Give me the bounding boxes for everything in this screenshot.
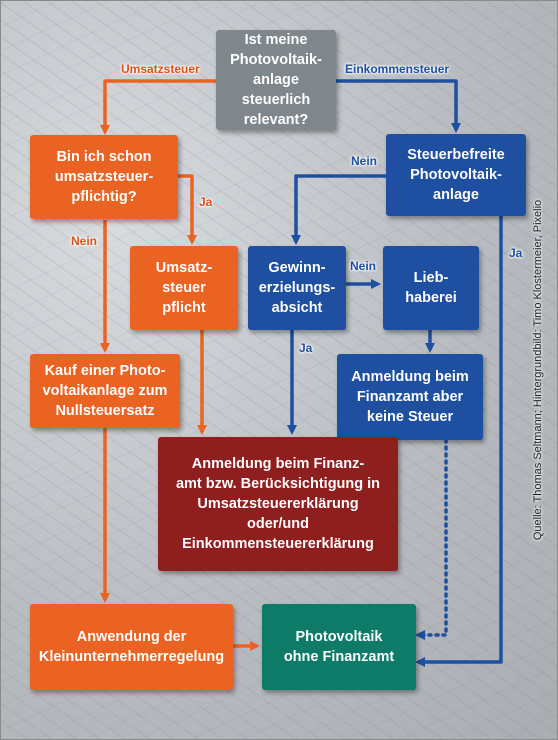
arrow-steuerbefreit-ja <box>415 216 503 667</box>
node-liebhaberei: Lieb- haberei <box>383 246 479 330</box>
node-anmeldung-finanzamt: Anmeldung beim Finanz- amt bzw. Berücksi… <box>158 437 398 571</box>
arrow-anmeldung-dotted <box>415 438 448 640</box>
node-kleinunternehmerregelung: Anwendung der Kleinunternehmerregelung <box>30 604 233 690</box>
node-kauf-nullsteuersatz: Kauf einer Photo- voltaikanlage zum Null… <box>30 354 180 428</box>
arrow-umsatz-ja <box>178 174 197 245</box>
label-nein-gewinn: Nein <box>350 259 377 273</box>
node-gewinnerzielungsabsicht: Gewinn- erzielungs- absicht <box>248 246 346 330</box>
label-umsatzsteuer: Umsatzsteuer <box>121 62 200 76</box>
node-start-question: Ist meine Photovoltaik- anlage steuerlic… <box>216 30 336 130</box>
label-nein-steuerbefreit: Nein <box>351 154 378 168</box>
node-umsatzsteuer-pflicht: Umsatz- steuer pflicht <box>130 246 238 330</box>
node-ohne-finanzamt: Photovoltaik ohne Finanzamt <box>262 604 416 690</box>
arrow-start-to-einkommensteuer <box>336 79 461 133</box>
label-ja-umsatz: Ja <box>199 195 213 209</box>
arrow-steuerbefreit-nein <box>291 174 386 245</box>
label-ja-steuerbefreit: Ja <box>509 246 523 260</box>
node-anmeldung-keine-steuer: Anmeldung beim Finanzamt aber keine Steu… <box>337 354 483 440</box>
label-nein-umsatz: Nein <box>71 234 98 248</box>
label-einkommensteuer: Einkommensteuer <box>345 62 450 76</box>
label-ja-gewinn: Ja <box>299 341 313 355</box>
arrow-start-to-umsatzsteuer <box>100 79 216 135</box>
node-steuerbefreite-anlage: Steuerbefreite Photovoltaik- anlage <box>386 134 526 216</box>
node-umsatzsteuerpflichtig: Bin ich schon umsatzsteuer- pflichtig? <box>30 135 178 219</box>
source-credit: Quelle: Thomas Seltmann; Hintergrundbild… <box>532 199 544 541</box>
